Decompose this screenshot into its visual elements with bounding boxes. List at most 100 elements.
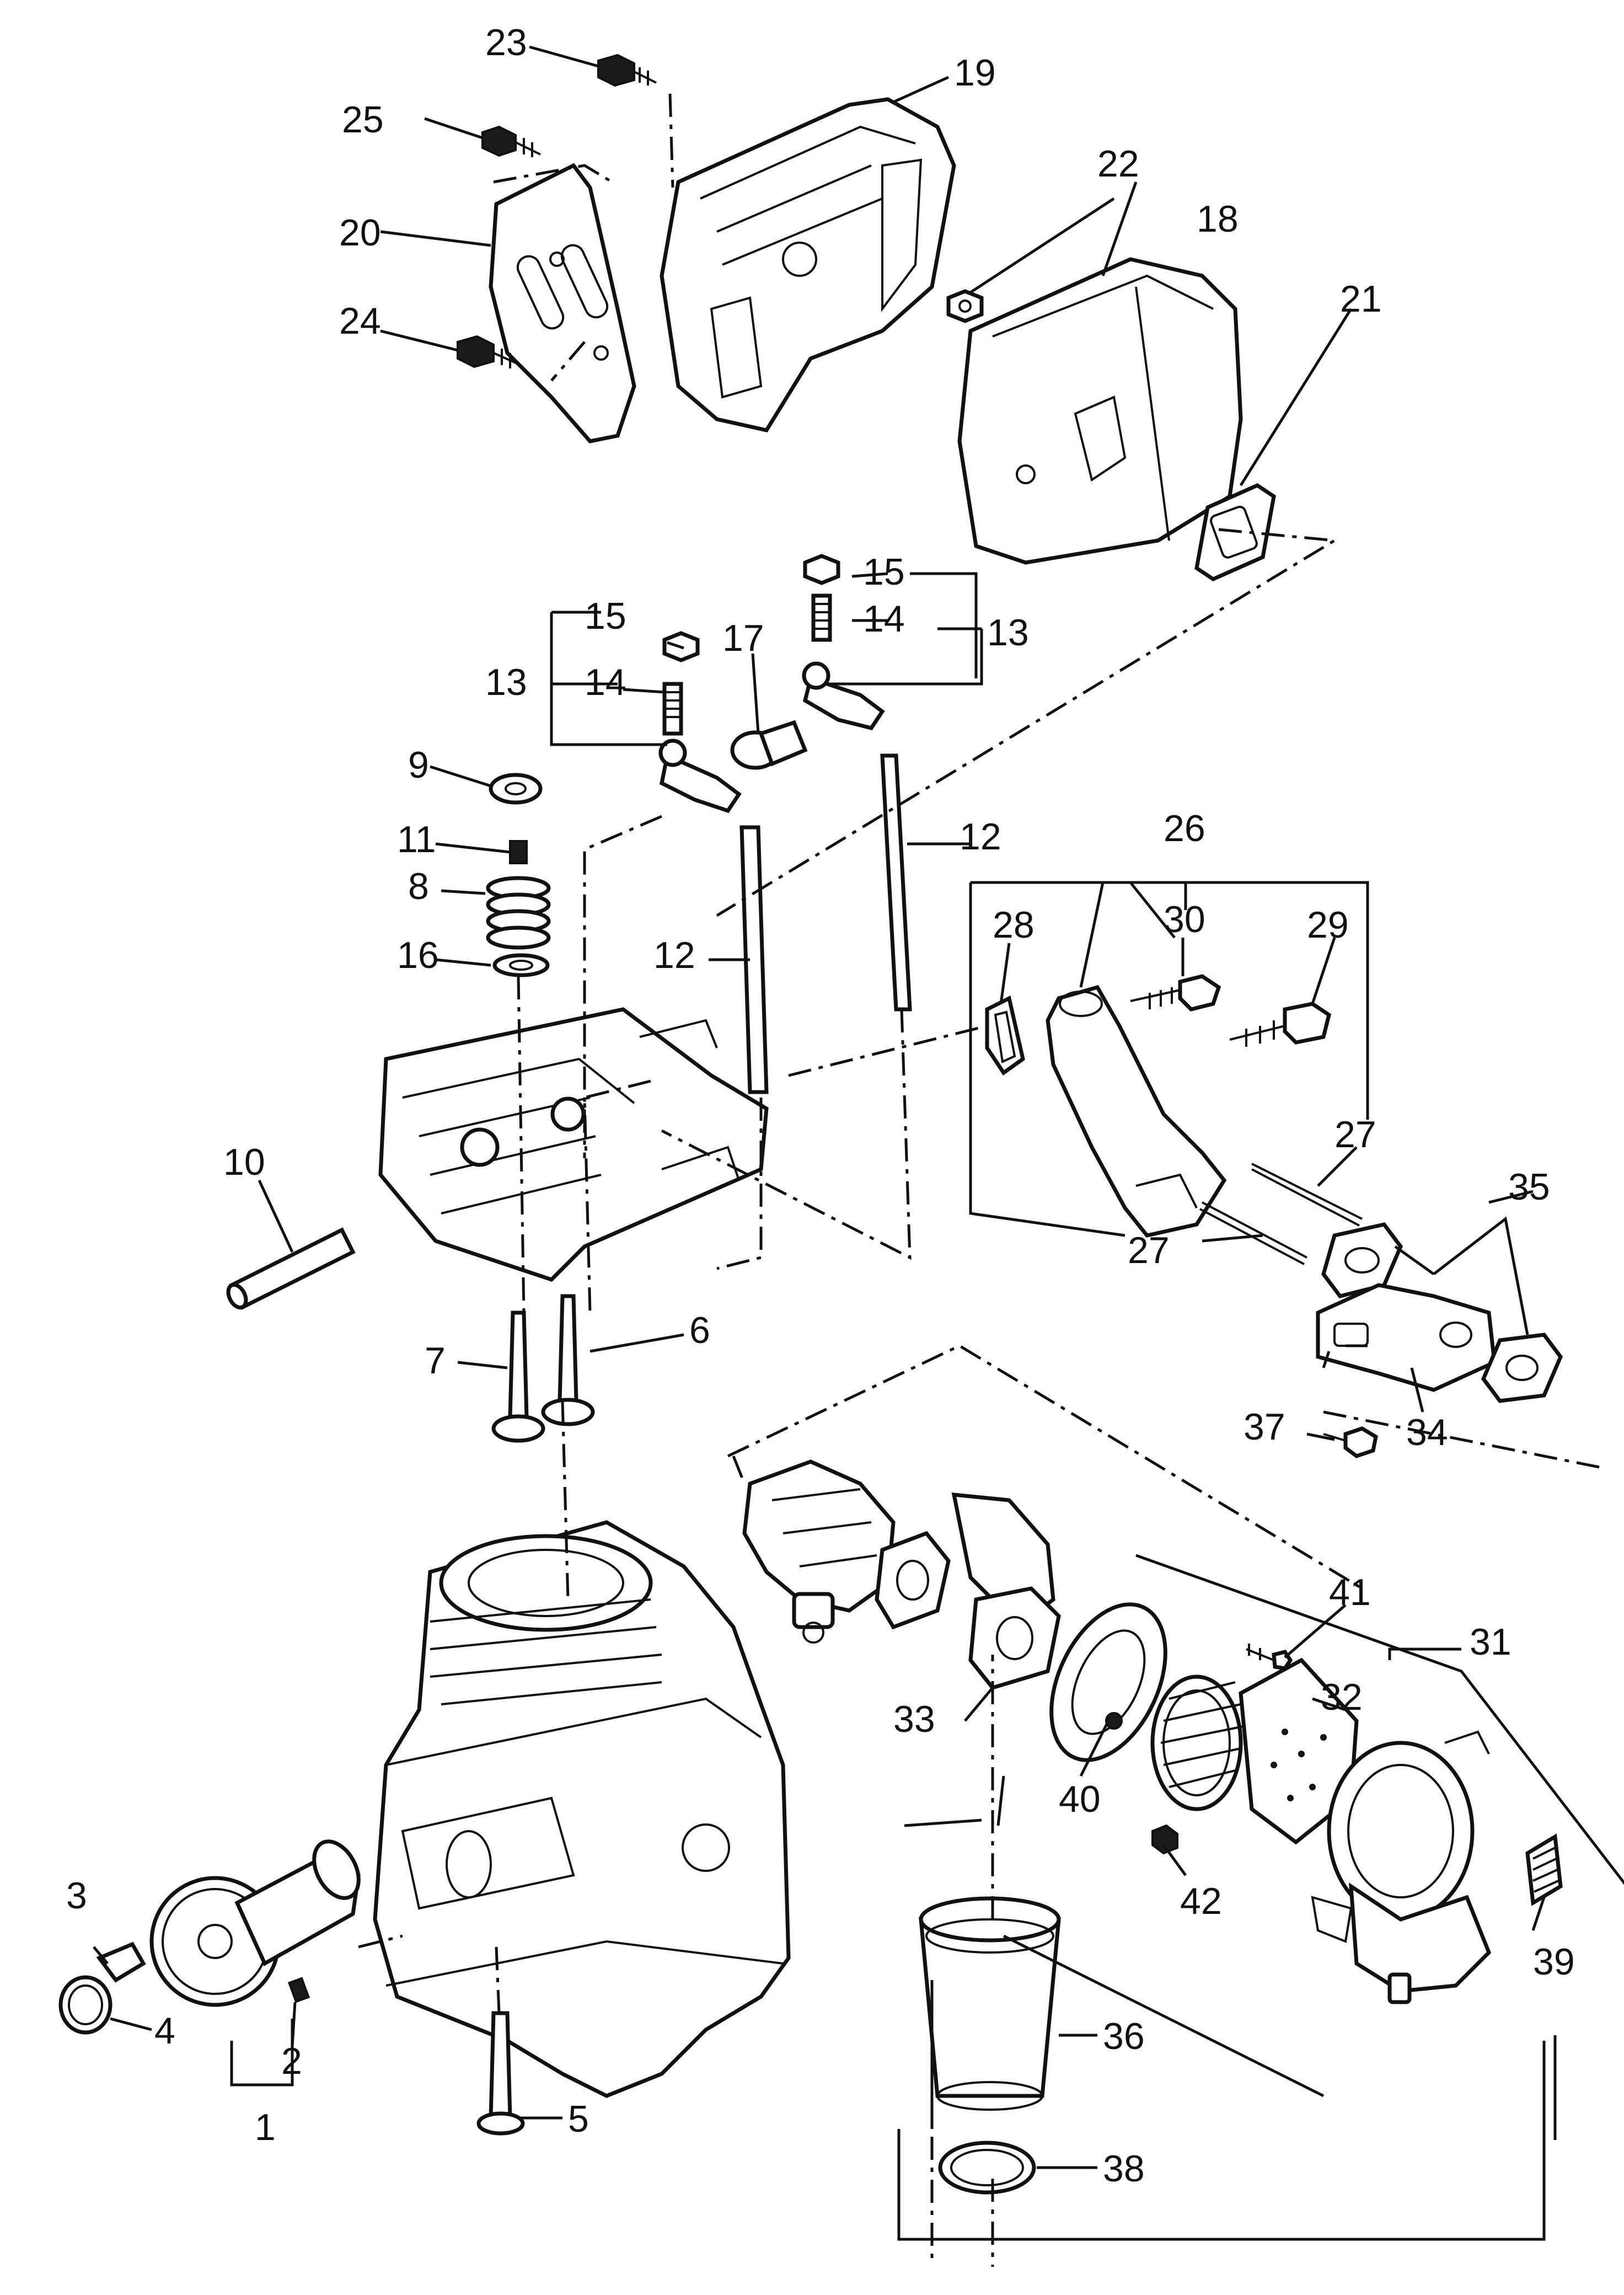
pushrod-12-left bbox=[739, 825, 769, 1094]
label-38: 38 bbox=[1103, 2148, 1145, 2190]
bolt-29 bbox=[1229, 1002, 1331, 1047]
nut-22 bbox=[946, 289, 984, 323]
label-15-left: 15 bbox=[585, 595, 626, 637]
rocker-arm-left bbox=[658, 739, 742, 814]
rocker-nut-15-right bbox=[803, 554, 840, 585]
label-29: 29 bbox=[1307, 904, 1349, 946]
label-17: 17 bbox=[722, 617, 764, 659]
exhaust-valve-7 bbox=[491, 1310, 545, 1443]
gasket-28 bbox=[985, 995, 1025, 1076]
label-39: 39 bbox=[1533, 1941, 1575, 1983]
label-14-right: 14 bbox=[863, 598, 905, 640]
dust-cup-36 bbox=[919, 1896, 1061, 2111]
label-6: 6 bbox=[689, 1309, 710, 1351]
gasket-35-lower bbox=[1481, 1333, 1563, 1403]
label-13-left: 13 bbox=[485, 661, 527, 703]
pin-10 bbox=[226, 1227, 356, 1310]
label-42: 42 bbox=[1180, 1880, 1222, 1922]
bolt-25 bbox=[481, 125, 541, 157]
label-37: 37 bbox=[1244, 1406, 1285, 1448]
label-27-lower: 27 bbox=[1128, 1229, 1170, 1271]
gasket-33 bbox=[968, 1586, 1061, 1691]
label-2: 2 bbox=[281, 2040, 302, 2082]
label-30: 30 bbox=[1164, 898, 1205, 940]
label-35: 35 bbox=[1508, 1166, 1550, 1208]
label-22: 22 bbox=[1097, 143, 1139, 185]
label-7: 7 bbox=[425, 1340, 446, 1382]
plate-3 bbox=[96, 1941, 146, 1983]
screw-37 bbox=[1323, 1426, 1378, 1458]
label-12-right: 12 bbox=[960, 816, 1001, 858]
label-21: 21 bbox=[1340, 278, 1382, 320]
cylinder-head bbox=[378, 1007, 769, 1282]
ring-4 bbox=[58, 1975, 112, 2035]
label-20: 20 bbox=[339, 212, 381, 254]
rocker-stud-14-left bbox=[662, 682, 683, 736]
part-number-labels: 23 19 25 22 18 20 21 24 15 14 13 15 17 1… bbox=[66, 22, 1575, 2190]
tappet-5 bbox=[476, 2011, 525, 2136]
label-27-upper: 27 bbox=[1334, 1114, 1376, 1155]
pushrod-12-right bbox=[880, 753, 912, 1012]
pin-2 bbox=[288, 1977, 310, 2003]
label-5: 5 bbox=[568, 2098, 589, 2140]
label-3: 3 bbox=[66, 1875, 87, 1917]
stud-27-upper bbox=[1251, 1163, 1363, 1227]
insulator-34 bbox=[1316, 1283, 1497, 1392]
label-11: 11 bbox=[397, 819, 436, 860]
nut-42 bbox=[1151, 1824, 1178, 1855]
label-34: 34 bbox=[1406, 1411, 1448, 1453]
label-13-right: 13 bbox=[987, 612, 1029, 654]
collet-11 bbox=[509, 840, 528, 864]
label-26: 26 bbox=[1164, 807, 1205, 849]
pivot-guide-17 bbox=[730, 720, 808, 770]
seal-16 bbox=[492, 953, 550, 977]
rocker-arm-right bbox=[802, 661, 885, 730]
label-23: 23 bbox=[485, 22, 527, 63]
label-36: 36 bbox=[1103, 2015, 1145, 2057]
muffler-heat-shield-19 bbox=[660, 97, 956, 432]
label-1: 1 bbox=[255, 2106, 276, 2148]
label-28: 28 bbox=[993, 904, 1035, 946]
label-16: 16 bbox=[397, 934, 439, 976]
bolt-30 bbox=[1130, 974, 1221, 1012]
label-31: 31 bbox=[1470, 1621, 1512, 1663]
seal-ring-38 bbox=[938, 2141, 1036, 2195]
air-cleaner-base bbox=[1049, 1602, 1167, 1762]
label-32: 32 bbox=[1321, 1676, 1363, 1718]
carburetor bbox=[742, 1459, 896, 1644]
muffler-18 bbox=[957, 257, 1243, 565]
label-10: 10 bbox=[223, 1141, 265, 1183]
label-41: 41 bbox=[1329, 1571, 1371, 1613]
retainer-9 bbox=[489, 773, 543, 805]
crankcase-block bbox=[373, 1520, 791, 2098]
label-33: 33 bbox=[893, 1698, 935, 1740]
bolt-24 bbox=[457, 335, 519, 368]
bolt-23 bbox=[597, 54, 657, 87]
air-cleaner-cover bbox=[1311, 1730, 1492, 2004]
intake-pipe-26 bbox=[1046, 985, 1227, 1238]
stud-27-lower bbox=[1199, 1201, 1307, 1265]
label-40: 40 bbox=[1059, 1778, 1101, 1820]
assembly-centerlines bbox=[358, 93, 1600, 2267]
label-19: 19 bbox=[954, 52, 996, 94]
muffler-bracket-20 bbox=[489, 163, 636, 443]
label-25: 25 bbox=[342, 99, 384, 141]
intake-valve-6 bbox=[541, 1294, 595, 1426]
label-14-left: 14 bbox=[585, 661, 626, 703]
rocker-stud-14-right bbox=[811, 593, 832, 642]
carburetor-gasket bbox=[875, 1531, 951, 1630]
label-18: 18 bbox=[1197, 198, 1239, 240]
label-9: 9 bbox=[408, 744, 429, 786]
label-8: 8 bbox=[408, 865, 429, 907]
screen-39 bbox=[1525, 1833, 1563, 1906]
label-15-right: 15 bbox=[863, 551, 905, 593]
leader-lines bbox=[93, 45, 1546, 2169]
screw-41 bbox=[1246, 1644, 1293, 1671]
filter-element-32 bbox=[1150, 1675, 1244, 1811]
label-4: 4 bbox=[154, 2010, 175, 2052]
label-12-left: 12 bbox=[653, 934, 695, 976]
valve-spring-8 bbox=[486, 876, 551, 950]
camshaft-gear-1 bbox=[149, 1839, 361, 2007]
label-24: 24 bbox=[339, 300, 381, 342]
